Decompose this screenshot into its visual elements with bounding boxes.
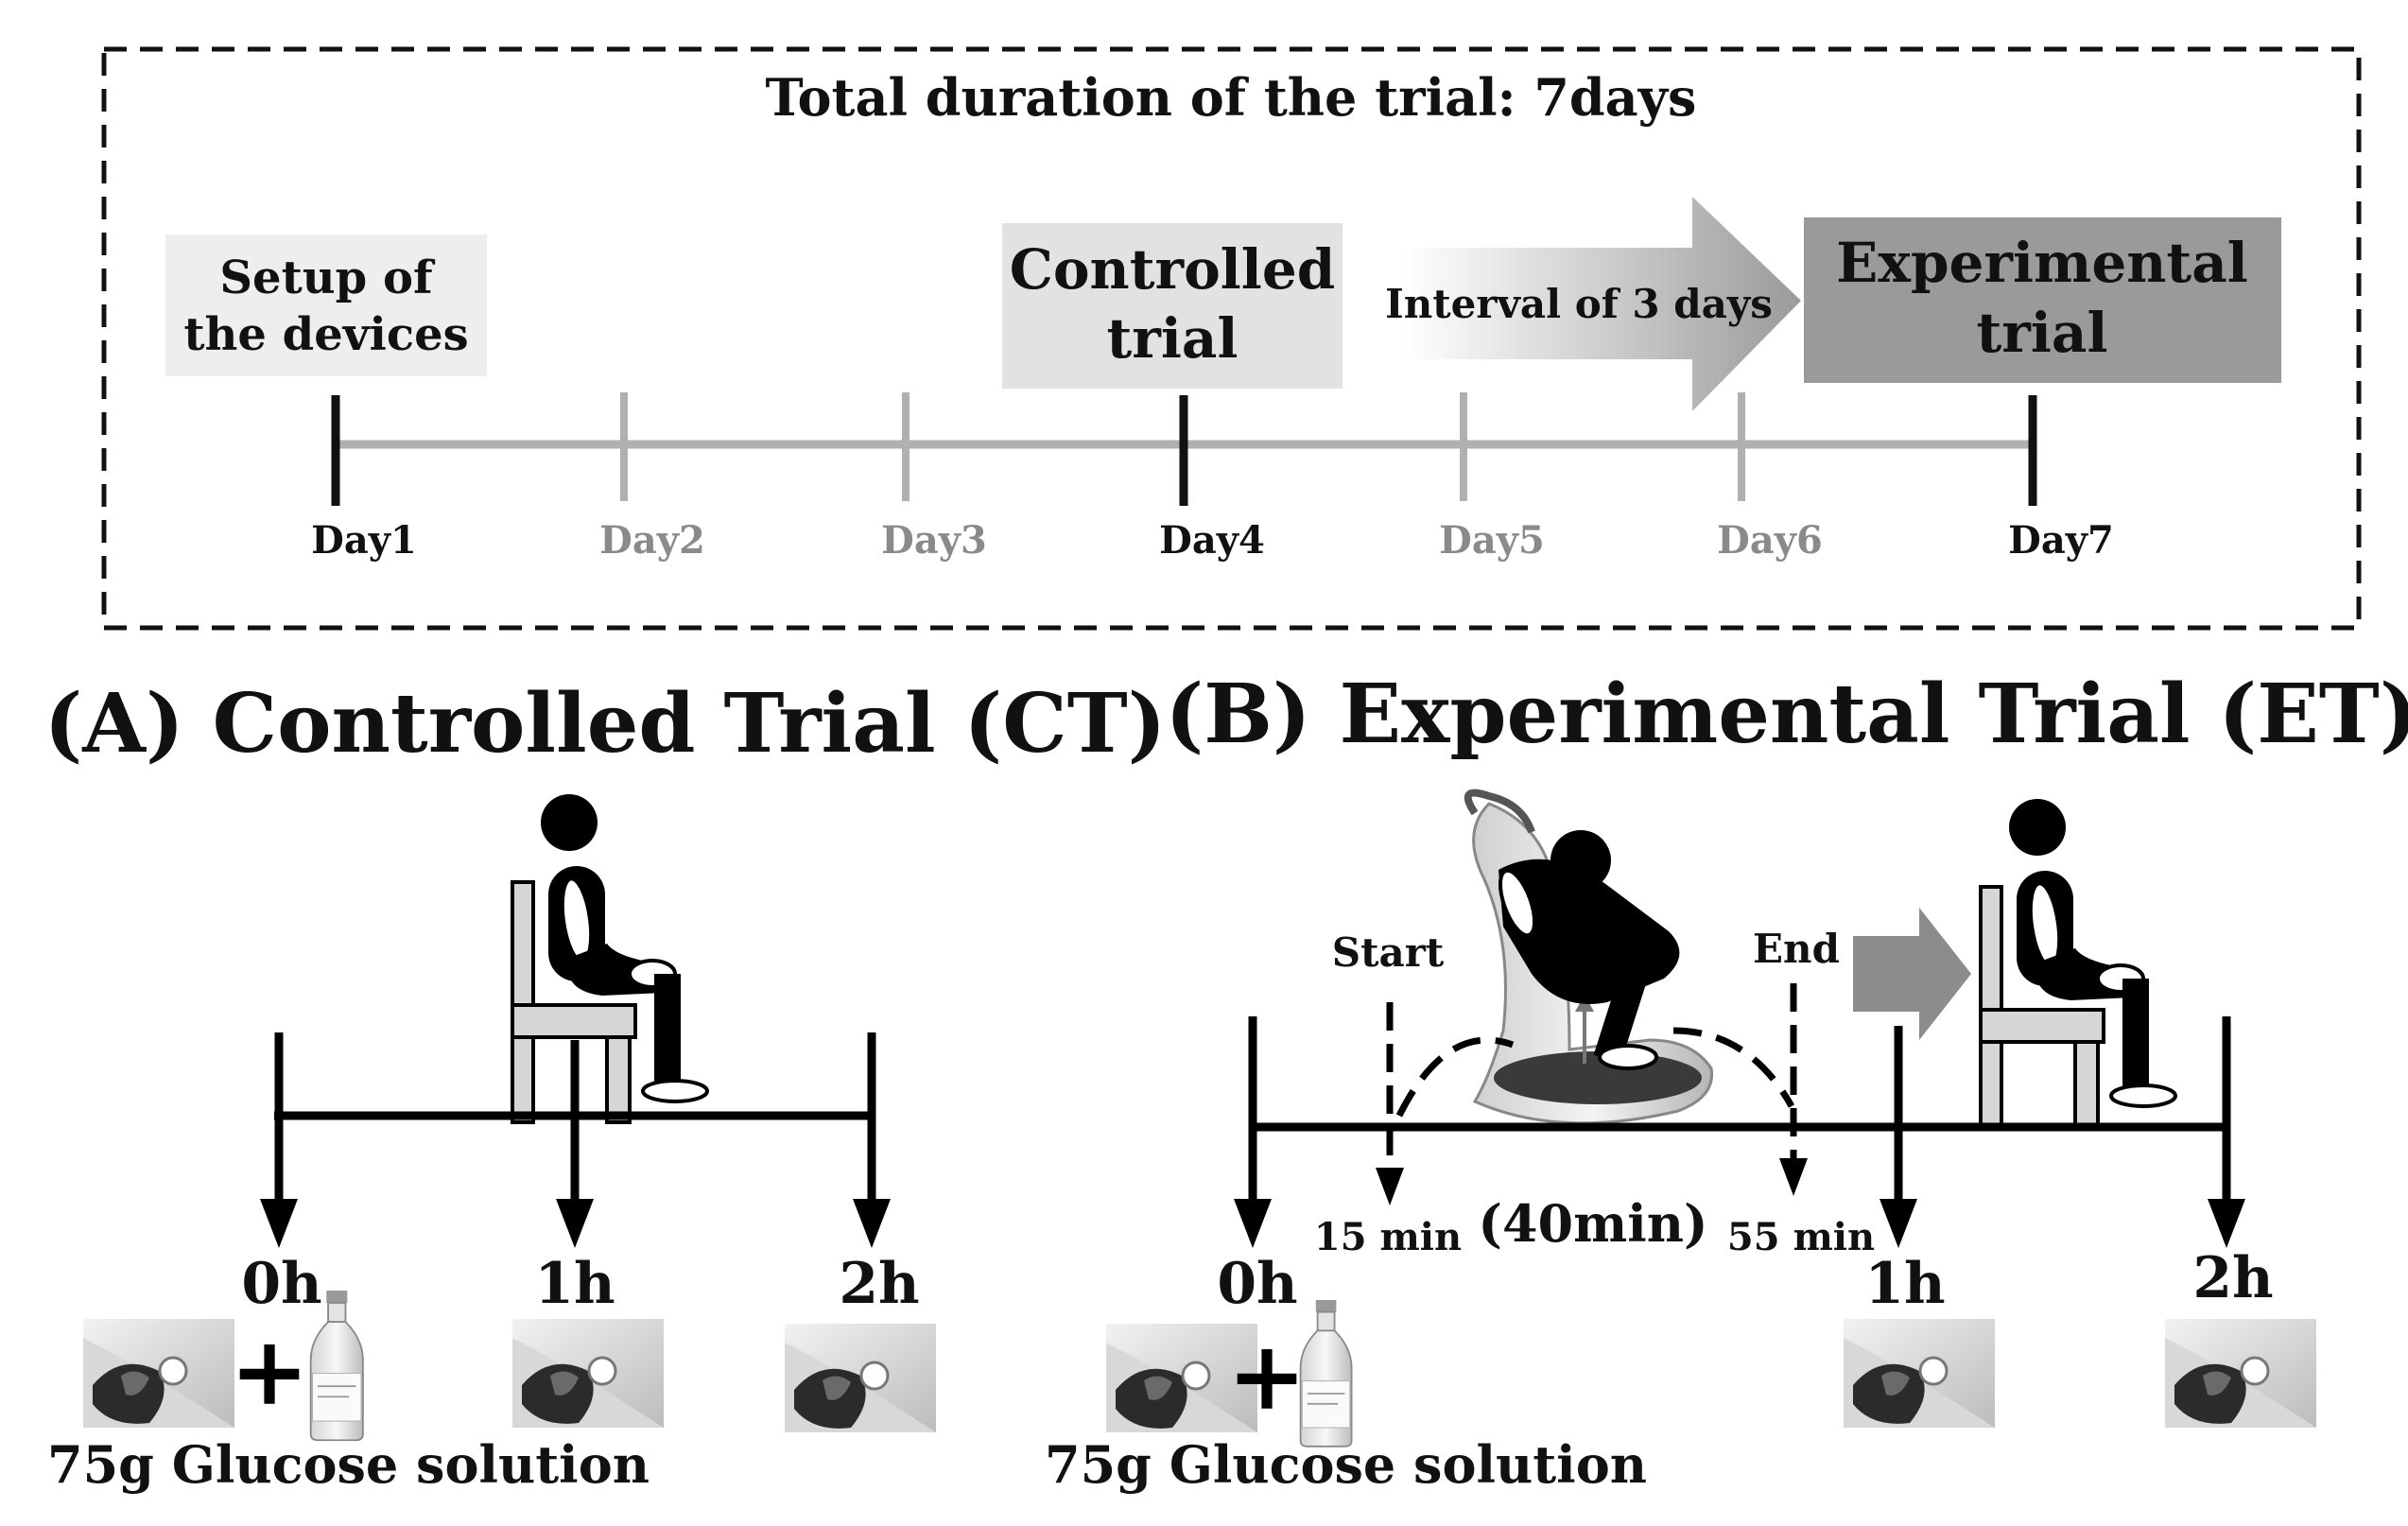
day-label: Day4: [1159, 518, 1265, 563]
panel-b-arrow-0h: [1234, 1016, 1272, 1248]
panel-a-title: (A) Controlled Trial (CT): [44, 676, 1167, 772]
experimental-label: trial: [1977, 301, 2108, 365]
panel-b-start-time: 15 min: [1314, 1215, 1462, 1259]
panel-b-glucose-label: 75g Glucose solution: [1045, 1434, 1647, 1495]
panel-b-arrow-2h: [2208, 1016, 2245, 1248]
panel-a-arrow-1h: [556, 1040, 594, 1248]
day-label: Day6: [1717, 518, 1823, 563]
panel-a-sensor-1h: [511, 1317, 666, 1430]
setup-label: the devices: [183, 308, 468, 361]
panel-b-start-label: Start: [1332, 929, 1445, 976]
plus-icon: +: [230, 1315, 309, 1427]
panel-b-label-1h: 1h: [1864, 1251, 1945, 1317]
panel-a-label-2h: 2h: [839, 1251, 919, 1317]
timeline-title: Total duration of the trial: 7days: [766, 67, 1697, 128]
panel-b-arrow-1h: [1880, 1026, 1917, 1248]
setup-label: Setup of: [219, 251, 436, 304]
day-label: Day3: [881, 518, 987, 563]
experimental-box: [1804, 217, 2281, 383]
panel-b-sensor-2h: [2163, 1317, 2318, 1430]
panel-a-sensor-0h: [81, 1317, 236, 1430]
panel-b-end-label: End: [1753, 926, 1840, 972]
day-label: Day7: [2008, 518, 2114, 563]
interval-arrow: [1404, 197, 1801, 411]
panel-a-label-1h: 1h: [534, 1251, 615, 1317]
timeline-frame: [101, 46, 2362, 631]
day-ticks: Day1 Day2 Day3 Day4 Day5 Day6 Day7: [311, 392, 2114, 563]
panel-b-end-time: 55 min: [1727, 1215, 1875, 1259]
day-label: Day1: [311, 518, 417, 563]
panel-a-glucose-label: 75g Glucose solution: [47, 1434, 650, 1495]
transition-arrow: [1853, 908, 1971, 1040]
experimental-label: Experimental: [1836, 231, 2248, 295]
setup-box: [165, 234, 487, 376]
panel-b-arrow-start: [1376, 1002, 1404, 1205]
day-label: Day2: [599, 518, 705, 563]
panel-a-sensor-2h: [783, 1322, 938, 1434]
panel-a-arrow-0h: [260, 1032, 298, 1248]
panel-b-label-0h: 0h: [1217, 1251, 1297, 1317]
glucose-bottle-icon: [1299, 1299, 1353, 1448]
panel-b-label-2h: 2h: [2192, 1245, 2273, 1311]
panel-b-duration: (40min): [1478, 1193, 1707, 1254]
panel-a-seated-person: [511, 792, 709, 1124]
panel-b-title: (B) Experimental Trial (ET): [1166, 667, 2408, 762]
panel-a-label-0h: 0h: [241, 1251, 321, 1317]
controlled-label: Controlled: [1010, 237, 1336, 302]
controlled-label: trial: [1107, 306, 1239, 371]
interval-label: Interval of 3 days: [1385, 281, 1773, 327]
panel-a-arrow-2h: [853, 1032, 891, 1248]
controlled-box: [1002, 223, 1343, 389]
exercise-duration-arc: [1395, 1027, 1795, 1118]
panel-b-sensor-1h: [1842, 1317, 1997, 1430]
plus-icon: +: [1227, 1320, 1307, 1431]
panel-b-seated-person: [1979, 797, 2177, 1129]
day-label: Day5: [1439, 518, 1545, 563]
panel-b-arrow-end: [1779, 983, 1808, 1196]
exercising-person-icon: [1498, 830, 1680, 1070]
